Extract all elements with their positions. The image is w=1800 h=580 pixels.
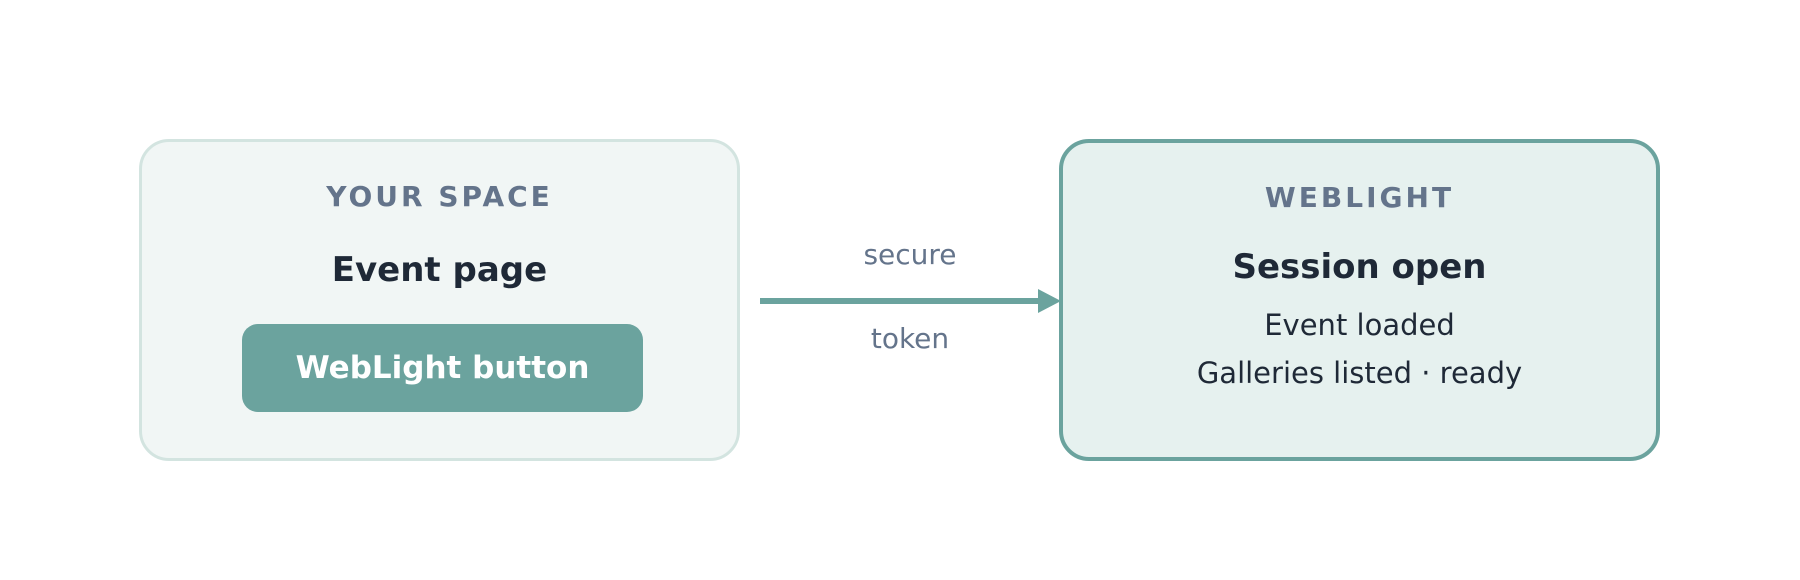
connector-bottom-label: token	[870, 322, 950, 355]
weblight-button[interactable]: WebLight button	[242, 324, 643, 412]
weblight-panel: WEBLIGHT Session open Event loaded Galle…	[1059, 139, 1660, 461]
event-page-title: Event page	[331, 250, 548, 290]
your-space-label: YOUR SPACE	[326, 180, 553, 213]
weblight-label: WEBLIGHT	[1264, 181, 1455, 214]
status-galleries-ready: Galleries listed · ready	[1196, 356, 1523, 390]
session-open-title: Session open	[1232, 247, 1487, 287]
your-space-panel: YOUR SPACE Event page WebLight button	[139, 139, 740, 461]
arrow-right-icon	[760, 289, 1060, 313]
status-event-loaded: Event loaded	[1264, 308, 1455, 342]
connector-top-label: secure	[863, 238, 957, 271]
